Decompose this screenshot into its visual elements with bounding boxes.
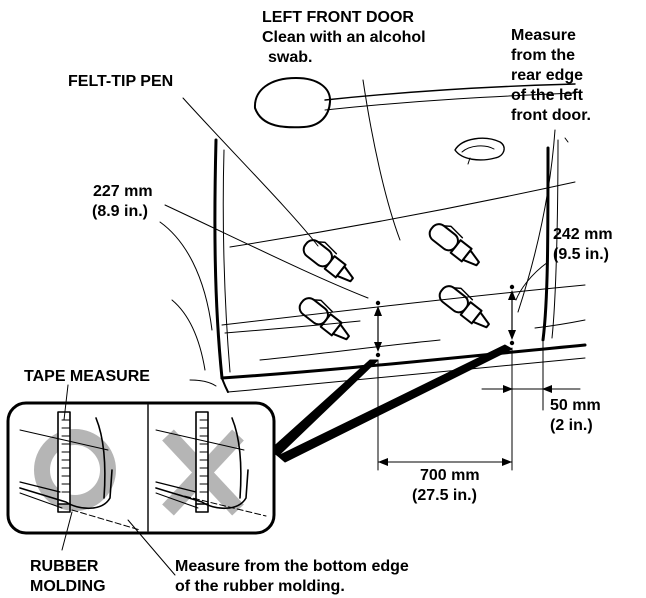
- callout-wedge: [277, 344, 513, 463]
- rubber-molding-right: [155, 469, 249, 510]
- side-mirror: [253, 77, 332, 129]
- mark-dot: [375, 300, 381, 306]
- door-front-edge: [213, 138, 224, 380]
- labels: LEFT FRONT DOOR Clean with an alcohol sw…: [24, 9, 613, 595]
- mark-dot: [509, 284, 515, 290]
- label-measure-line2: from the: [511, 47, 575, 64]
- label-measure-line3: rear edge: [511, 67, 583, 84]
- label-dim-700-in: (27.5 in.): [412, 487, 477, 504]
- label-measure-line1: Measure: [511, 27, 576, 44]
- label-dim-227-mm: 227 mm: [93, 183, 153, 200]
- label-dim-242-mm: 242 mm: [553, 226, 613, 243]
- label-tape-measure: TAPE MEASURE: [24, 368, 150, 385]
- label-measure-line4: of the left: [511, 87, 584, 104]
- door-handle: [454, 137, 505, 161]
- dimension-242: [508, 290, 516, 340]
- dimension-700: [377, 399, 513, 471]
- label-dim-50-in: (2 in.): [550, 417, 593, 434]
- mark-dot: [509, 340, 515, 346]
- dimension-50: [481, 385, 581, 393]
- label-felt-tip-pen: FELT-TIP PEN: [68, 73, 173, 90]
- dimension-227: [374, 306, 382, 352]
- label-dim-50-mm: 50 mm: [550, 397, 601, 414]
- window-line-outer: [324, 83, 576, 101]
- rubber-molding-left: [19, 469, 113, 510]
- label-bottom-line1: Measure from the bottom edge: [175, 558, 409, 575]
- label-molding: MOLDING: [30, 578, 106, 595]
- label-dim-227-in: (8.9 in.): [92, 203, 148, 220]
- label-dim-700-mm: 700 mm: [420, 467, 480, 484]
- mark-dot: [375, 352, 381, 358]
- label-left-front-door: LEFT FRONT DOOR: [262, 9, 414, 26]
- tape-measure-left: [57, 411, 71, 513]
- tape-measure-right: [195, 411, 209, 513]
- rocker-panel: [220, 343, 587, 380]
- label-measure-line5: front door.: [511, 107, 591, 124]
- door-rear-edge: [541, 146, 550, 342]
- label-rubber: RUBBER: [30, 558, 99, 575]
- label-dim-242-in: (9.5 in.): [553, 246, 609, 263]
- label-clean-line1: Clean with an alcohol: [262, 29, 426, 46]
- label-bottom-line2: of the rubber molding.: [175, 578, 345, 595]
- label-clean-line2: swab.: [268, 49, 312, 66]
- window-line-inner: [324, 92, 576, 111]
- circle-correct-icon: [34, 429, 116, 511]
- felt-tip-pen: [298, 223, 490, 341]
